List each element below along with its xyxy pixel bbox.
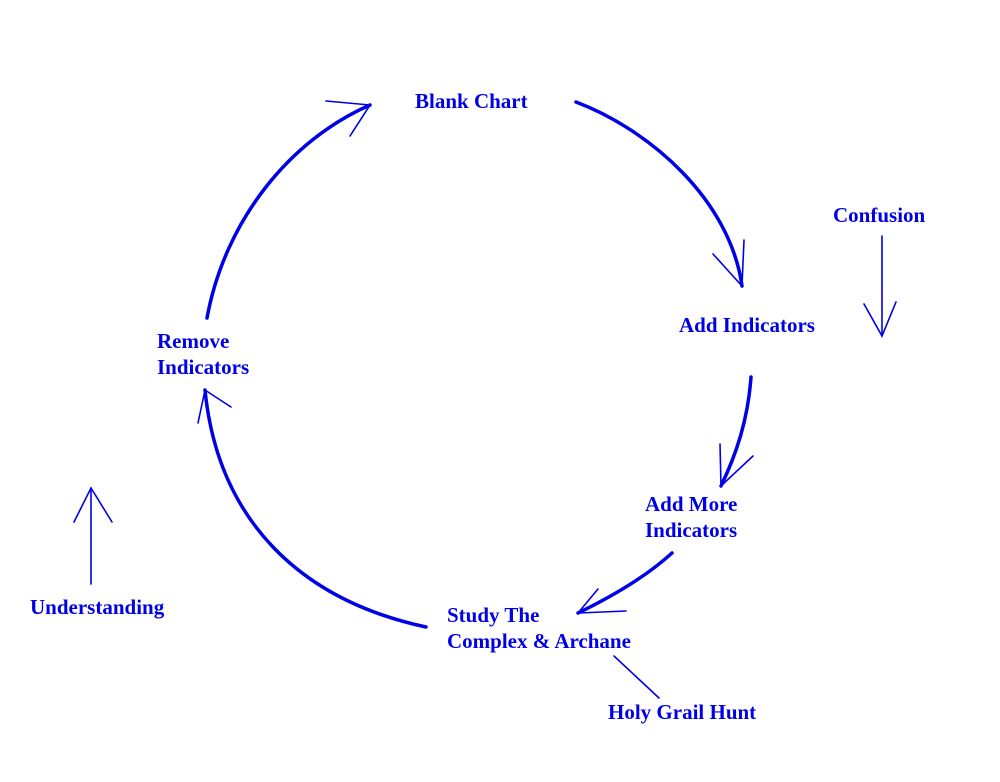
label-understanding: Understanding [30,595,165,619]
confusion-arrowhead [863,301,897,338]
label-add-more-indicators: Add More Indicators [645,492,738,542]
arrow-study-to-remove [203,388,428,629]
arrowhead-blank-to-add [712,239,745,288]
arrow-remove-to-blank [205,103,372,320]
arrow-blank-to-add [574,100,744,288]
holy-grail-connector [613,655,660,699]
label-holy-grail-hunt: Holy Grail Hunt [608,700,757,724]
label-confusion: Confusion [833,203,926,227]
label-study-complex: Study The Complex & Archane [447,603,631,653]
arrowhead-more-to-study [576,588,627,614]
label-add-indicators: Add Indicators [679,313,815,337]
arrowhead-remove-to-blank [325,100,372,137]
arrow-add-to-more [719,375,753,488]
understanding-arrowhead [73,486,113,523]
label-remove-indicators: Remove Indicators [157,329,250,379]
label-blank-chart: Blank Chart [415,89,528,113]
arrow-more-to-study [576,551,674,615]
arrowhead-study-to-remove [197,388,232,424]
arrowhead-add-to-more [719,443,754,488]
